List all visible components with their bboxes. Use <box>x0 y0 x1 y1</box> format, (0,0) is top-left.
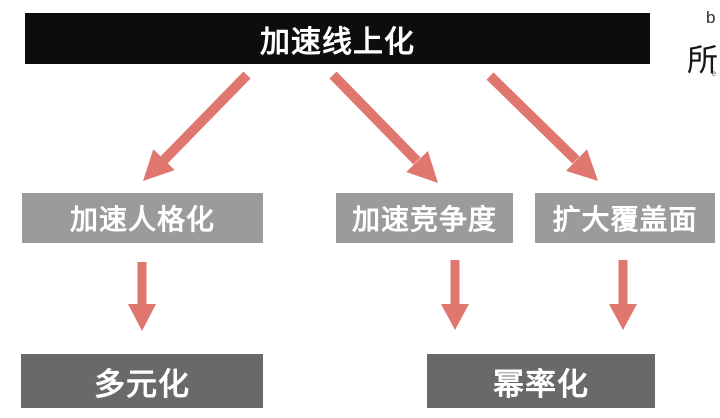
arrow-root-to-personalization-icon <box>143 71 251 181</box>
node-label: 幂率化 <box>493 366 589 402</box>
node-diversification: 多元化 <box>21 354 263 408</box>
node-label: 扩大覆盖面 <box>552 204 698 235</box>
node-label: 加速人格化 <box>69 204 215 235</box>
node-power-law: 幂率化 <box>427 354 655 408</box>
node-accelerate-competition: 加速竞争度 <box>336 193 513 243</box>
arrow-root-to-competition-icon <box>329 71 438 183</box>
arrow-coverage-to-powerlaw-icon <box>609 260 637 330</box>
node-accelerate-onlineization: 加速线上化 <box>25 13 650 64</box>
node-label: 加速竞争度 <box>351 204 497 235</box>
node-expand-coverage: 扩大覆盖面 <box>535 193 715 243</box>
arrow-personalization-to-diversification-icon <box>128 262 156 331</box>
node-label: 加速线上化 <box>260 25 415 59</box>
node-label: 多元化 <box>94 366 190 402</box>
watermark-text-partial: b <box>706 8 716 27</box>
watermark-mark: e <box>712 68 716 78</box>
node-accelerate-personalization: 加速人格化 <box>22 193 263 243</box>
arrow-competition-to-powerlaw-icon <box>441 260 469 330</box>
watermark-text-partial: 所 <box>687 43 718 78</box>
arrow-root-to-coverage-icon <box>486 72 598 181</box>
